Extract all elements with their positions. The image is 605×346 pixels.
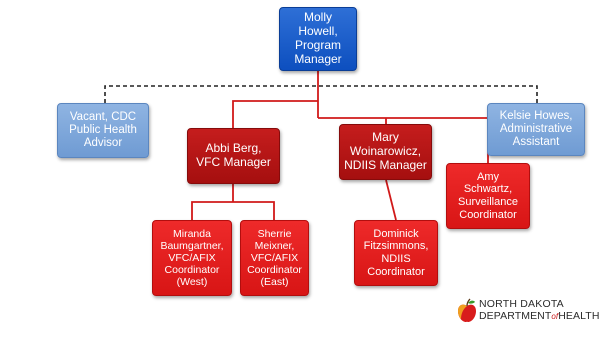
program-manager-box: Molly Howell, Program Manager: [279, 7, 357, 71]
ndiis-coordinator-connector: [385, 179, 397, 221]
admin-assistant-box: Kelsie Howes, Administrative Assistant: [487, 103, 585, 156]
logo-department: DEPARTMENT: [479, 309, 552, 322]
nd-health-logo: NORTH DAKOTA DEPARTMENTofHEALTH: [457, 297, 600, 327]
logo-line-department-of-health: DEPARTMENTofHEALTH: [479, 309, 600, 323]
surveillance-coordinator-box: Amy Schwartz, Surveillance Coordinator: [446, 163, 530, 229]
nd-health-logo-text: NORTH DAKOTA DEPARTMENTofHEALTH: [479, 298, 600, 323]
ndiis-manager-box: Mary Woinarowicz, NDIIS Manager: [339, 124, 432, 180]
vfc-afix-east-coordinator-box: Sherrie Meixner, VFC/AFIX Coordinator (E…: [240, 220, 309, 296]
apple-logo-icon: [458, 298, 476, 322]
logo-health: HEALTH: [558, 309, 600, 322]
vfc-manager-box: Abbi Berg, VFC Manager: [187, 128, 280, 184]
vfc-afix-west-coordinator-box: Miranda Baumgartner, VFC/AFIX Coordinato…: [152, 220, 232, 296]
ndiis-coordinator-box: Dominick Fitzsimmons, NDIIS Coordinator: [354, 220, 438, 286]
cdc-advisor-box: Vacant, CDC Public Health Advisor: [57, 103, 149, 158]
staff-dashed-connector: [104, 85, 538, 103]
vfc-coordinators-connector: [191, 184, 275, 220]
logo-line-north-dakota: NORTH DAKOTA: [479, 298, 564, 310]
logo-of: of: [551, 311, 559, 321]
